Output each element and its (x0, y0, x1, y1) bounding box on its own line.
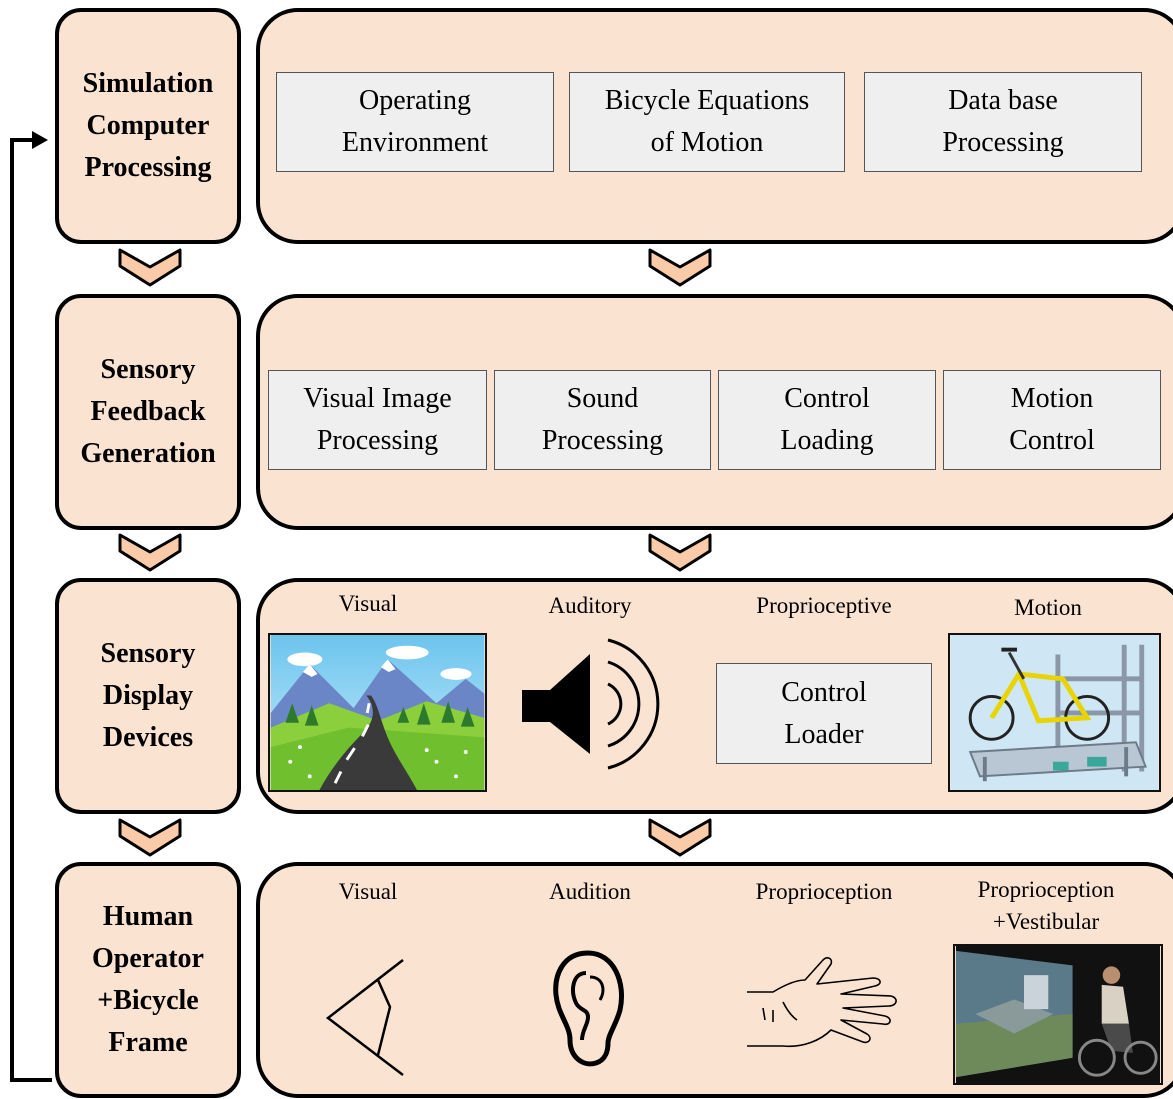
sound-processing-box: Sound Processing (494, 370, 711, 470)
bicycle-motion-platform-image (948, 633, 1161, 792)
box-label: Control Loading (780, 383, 874, 456)
box-label: Sound Processing (541, 383, 664, 456)
chevron-down-icon (648, 533, 712, 572)
stage-title: Simulation Computer Processing (82, 68, 214, 183)
proprioception-sense-label: Proprioception (755, 879, 893, 904)
speaker-icon (522, 638, 660, 770)
database-processing-box: Data base Processing (864, 72, 1142, 172)
stage-title: Sensory Feedback Generation (80, 354, 216, 469)
chevron-down-icon (648, 818, 712, 857)
bicycle-equations-box: Bicycle Equations of Motion (569, 72, 845, 172)
chevron-down-icon (118, 818, 182, 857)
box-label: Operating Environment (341, 85, 489, 158)
box-label: Data base Processing (942, 85, 1064, 158)
audition-sense-label: Audition (549, 879, 631, 904)
stage-sensory-feedback-generation: Sensory Feedback Generation (55, 294, 241, 530)
feedback-generation-panel: Visual Image Processing Sound Processing… (256, 294, 1173, 530)
motion-device-label: Motion (1014, 595, 1082, 620)
visual-sense-label: Visual (338, 879, 398, 904)
chevron-down-icon (648, 248, 712, 287)
stage-title: Sensory Display Devices (100, 638, 196, 753)
stage-human-operator-bicycle-frame: Human Operator +Bicycle Frame (55, 862, 241, 1098)
box-label: Control Loader (781, 676, 867, 750)
ear-icon (553, 950, 624, 1067)
stage-simulation-computer-processing: Simulation Computer Processing (55, 8, 241, 244)
control-loader-box: Control Loader (716, 663, 932, 764)
computer-processing-panel: Operating Environment Bicycle Equations … (256, 8, 1173, 244)
stage-title: Human Operator +Bicycle Frame (92, 901, 204, 1058)
visual-image-processing-box: Visual Image Processing (268, 370, 487, 470)
road-landscape-image (268, 633, 487, 792)
proprioception-vestibular-label: Proprioception +Vestibular (977, 877, 1115, 934)
proprioceptive-device-label: Proprioceptive (756, 593, 892, 618)
rider-on-simulator-photo (953, 944, 1163, 1085)
chevron-down-icon (118, 533, 182, 572)
operating-environment-box: Operating Environment (276, 72, 554, 172)
box-label: Visual Image Processing (303, 383, 452, 456)
control-loading-box: Control Loading (718, 370, 936, 470)
box-label: Bicycle Equations of Motion (604, 85, 810, 158)
chevron-down-icon (118, 248, 182, 287)
stage-sensory-display-devices: Sensory Display Devices (55, 578, 241, 814)
auditory-device-label: Auditory (548, 593, 632, 618)
motion-control-box: Motion Control (943, 370, 1161, 470)
hand-icon (747, 957, 897, 1048)
eye-icon (325, 959, 404, 1076)
visual-device-label: Visual (338, 591, 398, 616)
feedback-loop-arrow (10, 131, 52, 1082)
box-label: Motion Control (1009, 383, 1095, 456)
